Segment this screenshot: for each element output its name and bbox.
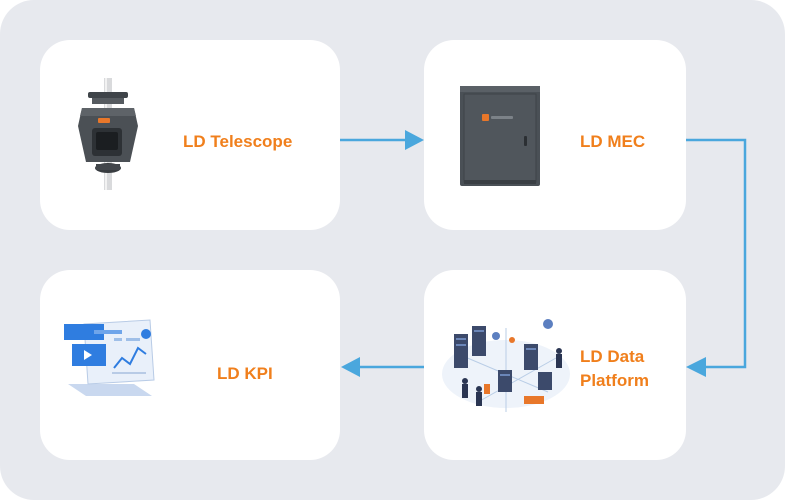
mec-label: LD MEC (580, 132, 646, 151)
telescope-card: LD Telescope (40, 40, 340, 230)
kpi-label: LD KPI (217, 364, 273, 383)
data-platform-label: LD Data Platform (580, 347, 649, 390)
mec-card: LD MEC (424, 40, 686, 230)
arrow-telescope-to-mec (340, 130, 424, 150)
arrow-data-platform-to-kpi (341, 357, 424, 377)
telescope-label: LD Telescope (183, 132, 293, 151)
data-platform-card: LD Data Platform (424, 270, 686, 460)
kpi-card: LD KPI (40, 270, 340, 460)
telescope-device-icon (78, 78, 138, 190)
kpi-dashboard-icon (64, 319, 155, 396)
arrow-mec-to-data-platform (686, 138, 747, 377)
data-platform-icon (442, 319, 570, 412)
mec-cabinet-icon (460, 86, 540, 186)
